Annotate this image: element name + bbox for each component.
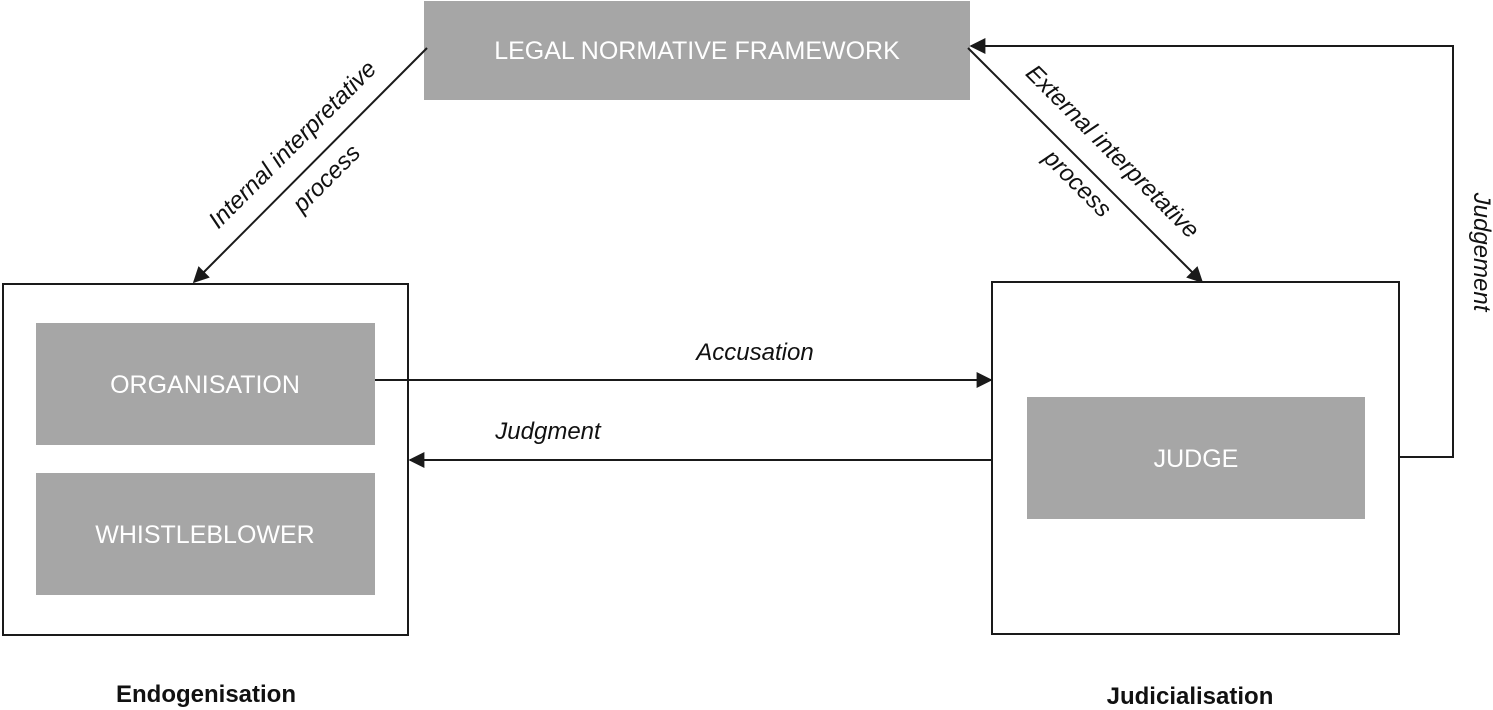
judge-label: JUDGE: [1154, 445, 1239, 473]
whistleblower-label: WHISTLEBLOWER: [95, 521, 314, 549]
legal-framework-box: [424, 1, 970, 100]
organisation-label: ORGANISATION: [110, 371, 300, 399]
organisation-box: [36, 323, 375, 445]
internal-interpretative-arrow: [192, 47, 428, 284]
endogenisation-caption: Endogenisation: [116, 681, 296, 708]
judicialisation-group: JUDGE: [991, 281, 1400, 635]
whistleblower-box: [36, 473, 375, 595]
legal-framework-node: LEGAL NORMATIVE FRAMEWORK: [424, 1, 970, 100]
judgement-feedback-arrow: [969, 38, 1454, 458]
accusation-label: Accusation: [694, 339, 813, 366]
legal-framework-label: LEGAL NORMATIVE FRAMEWORK: [494, 37, 900, 65]
judgement-label: Judgement: [1468, 192, 1493, 313]
judgment-label: Judgment: [494, 418, 602, 445]
internal-process-label-line1: Internal interpretative: [203, 55, 382, 234]
judicialisation-caption: Judicialisation: [1107, 683, 1274, 710]
judge-box: [1027, 397, 1365, 519]
external-interpretative-arrow: [967, 47, 1204, 284]
external-process-label-line1: External interpretative: [1020, 60, 1204, 244]
endogenisation-group: ORGANISATION WHISTLEBLOWER: [2, 283, 409, 636]
